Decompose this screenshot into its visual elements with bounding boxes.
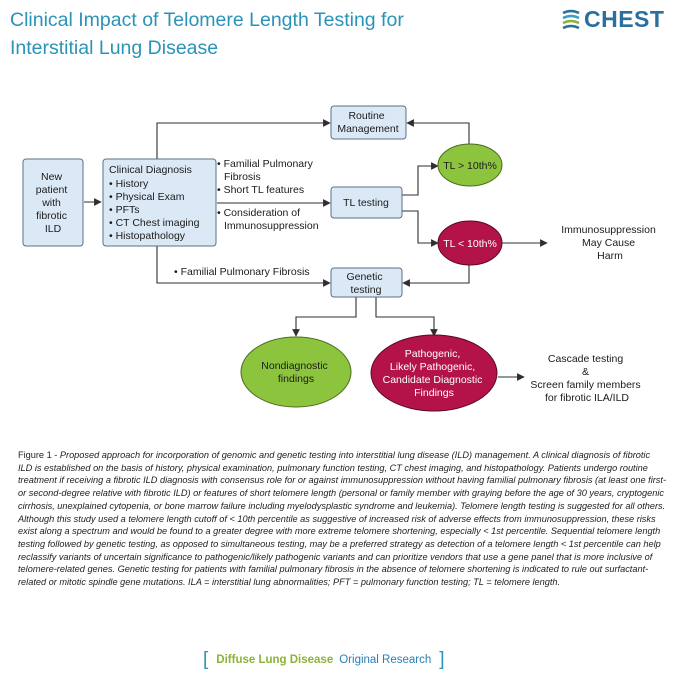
arrow-low-to-genetic: [402, 265, 470, 287]
node-tl-above-10th: TL > 10th%: [437, 143, 503, 187]
svg-text:TL > 10th%: TL > 10th%: [443, 160, 497, 172]
node-pathogenic: Pathogenic, Likely Pathogenic, Candidate…: [370, 334, 498, 412]
node-genetic-testing: Genetic testing: [330, 267, 403, 298]
chest-stripes-icon: [562, 9, 580, 29]
caption-lead: Figure 1 -: [18, 450, 60, 460]
open-bracket: [: [203, 649, 209, 670]
label-familial-short-tl: • Familial Pulmonary Fibrosis • Short TL…: [217, 158, 316, 196]
new-patient-line: patient: [36, 184, 68, 196]
new-patient-line: fibrotic: [36, 210, 67, 222]
nondiagnostic-line: Nondiagnostic: [261, 360, 328, 372]
flowchart: New patient with fibrotic ILD Clinical D…: [22, 105, 658, 412]
clinical-line: Clinical Diagnosis: [109, 164, 192, 176]
arrow-high-to-routine: [406, 119, 470, 144]
arrow-clinical-to-routine: [156, 119, 331, 159]
caption-body: Proposed approach for incorporation of g…: [18, 450, 667, 588]
svg-text:TL testing: TL testing: [343, 197, 389, 209]
svg-text:Routine Management: Routine Management: [337, 110, 398, 135]
footer-tag: [ Diffuse Lung Disease Original Research…: [203, 650, 445, 669]
arrow-tl-to-high: [402, 162, 439, 196]
label-familial-genetic: • Familial Pulmonary Fibrosis: [174, 266, 310, 278]
arrow-genetic-to-pathogenic: [375, 297, 438, 337]
svg-text:Genetic testing: Genetic testing: [346, 271, 385, 296]
routine-line: Management: [337, 123, 398, 135]
arrow-clinical-to-genetic: [156, 245, 331, 287]
page-title: Clinical Impact of Telomere Length Testi…: [10, 9, 404, 59]
label-cascade-testing: Cascade testing & Screen family members …: [530, 353, 643, 404]
clinical-line: • History: [109, 178, 149, 190]
tl-high-label: TL > 10th%: [443, 160, 497, 172]
node-nondiagnostic: Nondiagnostic findings: [240, 336, 352, 408]
footer-category: Diffuse Lung Disease: [216, 653, 334, 666]
arrow-tl-to-low: [402, 210, 439, 247]
svg-text:Clinical Diagnosis • His: Clinical Diagnosis • History • Physical …: [109, 164, 202, 242]
svg-text:TL < 10th%: TL < 10th%: [443, 238, 497, 250]
clinical-line: • Histopathology: [109, 230, 186, 242]
genetic-line: testing: [351, 284, 382, 296]
close-bracket: ]: [439, 649, 445, 670]
label-immunosuppression-harm: Immunosuppression May Cause Harm: [561, 224, 658, 262]
pathogenic-line: Candidate Diagnostic: [383, 374, 483, 386]
new-patient-line: New: [41, 171, 62, 183]
node-clinical-diagnosis: Clinical Diagnosis • History • Physical …: [102, 158, 217, 247]
node-new-patient: New patient with fibrotic ILD: [22, 158, 84, 247]
clinical-line: • Physical Exam: [109, 191, 185, 203]
node-tl-below-10th: TL < 10th%: [437, 220, 503, 266]
pathogenic-line: Pathogenic,: [405, 348, 460, 360]
arrow-genetic-to-nondiagnostic: [292, 297, 357, 337]
pathogenic-line: Findings: [414, 387, 454, 399]
tl-testing-label: TL testing: [343, 197, 389, 209]
clinical-line: • PFTs: [109, 204, 140, 216]
nondiagnostic-line: findings: [278, 373, 314, 385]
brand-name: CHEST: [584, 6, 665, 32]
chest-logo: CHEST: [561, 6, 664, 33]
new-patient-line: ILD: [45, 223, 62, 235]
new-patient-line: with: [41, 197, 61, 209]
tl-low-label: TL < 10th%: [443, 238, 497, 250]
svg-text:New patient with: New patient with fibrotic ILD: [36, 171, 70, 235]
label-consider-immunosuppression: • Consideration of Immunosuppression: [217, 207, 319, 232]
pathogenic-line: Likely Pathogenic,: [390, 361, 475, 373]
clinical-line: • CT Chest imaging: [109, 217, 200, 229]
genetic-line: Genetic: [346, 271, 382, 283]
footer-type: Original Research: [339, 653, 432, 666]
connectors: [84, 119, 548, 381]
svg-text:Pathogenic, Likely Patho: Pathogenic, Likely Pathogenic, Candidate…: [383, 348, 486, 399]
svg-text:Nondiagnostic findings: Nondiagnostic findings: [261, 360, 330, 385]
node-tl-testing: TL testing: [330, 186, 403, 219]
routine-line: Routine: [348, 110, 384, 122]
figure-caption: Figure 1 - Proposed approach for incorpo…: [18, 449, 666, 589]
node-routine-management: Routine Management: [330, 105, 407, 140]
